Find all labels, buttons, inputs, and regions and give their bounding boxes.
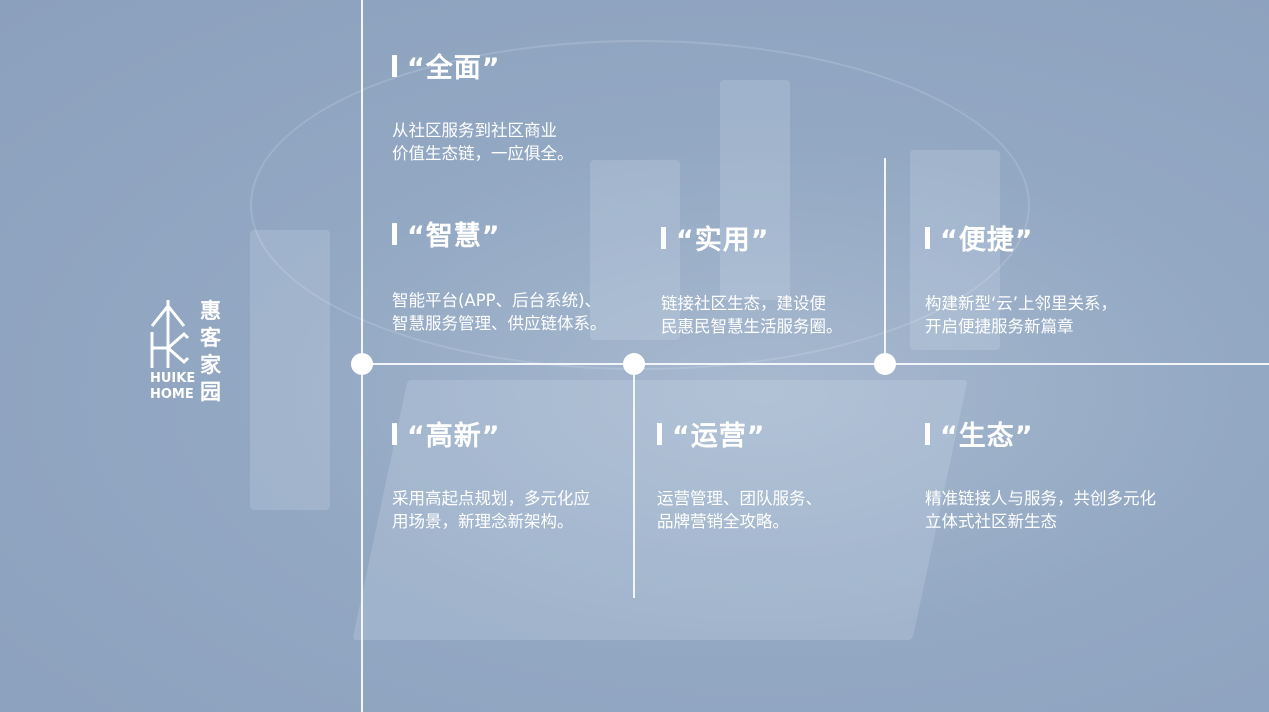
feature-title: “智慧” bbox=[407, 221, 501, 252]
timeline-dot bbox=[623, 353, 645, 375]
logo-chinese-name: 惠客家园 bbox=[200, 299, 221, 404]
title-bar bbox=[392, 54, 397, 77]
title-bar bbox=[657, 422, 662, 445]
title-bar bbox=[925, 422, 930, 445]
feature-practical: “实用” 链接社区生态，建设便民惠民智慧生活服务圈。 bbox=[661, 218, 843, 338]
feature-title: “生态” bbox=[940, 421, 1034, 452]
divider-line bbox=[362, 363, 1269, 365]
feature-operation: “运营” 运营管理、团队服务、品牌营销全攻略。 bbox=[657, 414, 822, 533]
feature-desc: 价值生态链，一应俱全。 bbox=[392, 144, 574, 163]
background-building bbox=[590, 160, 680, 340]
feature-desc: 链接社区生态，建设便 bbox=[661, 294, 826, 313]
divider-line bbox=[884, 158, 886, 364]
background-building bbox=[720, 80, 790, 300]
feature-desc: 运营管理、团队服务、 bbox=[657, 489, 822, 508]
logo-mark-icon bbox=[150, 300, 190, 368]
feature-desc: 开启便捷服务新篇章 bbox=[925, 317, 1074, 336]
title-bar bbox=[661, 226, 666, 249]
divider-line bbox=[633, 355, 635, 598]
feature-ecosystem: “生态” 精准链接人与服务，共创多元化立体式社区新生态 bbox=[925, 414, 1156, 533]
feature-smart: “智慧” 智能平台(APP、后台系统)、智慧服务管理、供应链体系。 bbox=[392, 214, 607, 335]
feature-title: “运营” bbox=[672, 421, 766, 452]
timeline-dot bbox=[874, 353, 896, 375]
title-bar bbox=[392, 222, 397, 245]
feature-desc: 智能平台(APP、后台系统)、 bbox=[392, 291, 602, 310]
feature-desc: 立体式社区新生态 bbox=[925, 512, 1057, 531]
feature-title: “便捷” bbox=[940, 225, 1034, 256]
background-building bbox=[910, 150, 1000, 350]
feature-title: “实用” bbox=[676, 225, 770, 256]
feature-comprehensive: “全面” 从社区服务到社区商业价值生态链，一应俱全。 bbox=[392, 46, 574, 165]
feature-desc: 智慧服务管理、供应链体系。 bbox=[392, 314, 607, 333]
feature-desc: 用场景，新理念新架构。 bbox=[392, 512, 574, 531]
background-building bbox=[250, 230, 330, 510]
feature-desc: 构建新型‘云’上邻里关系， bbox=[925, 294, 1117, 313]
title-bar bbox=[925, 226, 930, 249]
feature-desc: 品牌营销全攻略。 bbox=[657, 512, 789, 531]
feature-desc: 从社区服务到社区商业 bbox=[392, 121, 557, 140]
timeline-dot bbox=[351, 353, 373, 375]
title-bar bbox=[392, 422, 397, 445]
feature-desc: 精准链接人与服务，共创多元化 bbox=[925, 489, 1156, 508]
feature-title: “高新” bbox=[407, 421, 501, 452]
feature-convenient: “便捷” 构建新型‘云’上邻里关系， 开启便捷服务新篇章 bbox=[925, 218, 1117, 338]
feature-desc: 采用高起点规划，多元化应 bbox=[392, 489, 590, 508]
feature-title: “全面” bbox=[407, 53, 501, 84]
feature-desc: 民惠民智慧生活服务圈。 bbox=[661, 317, 843, 336]
feature-hightech: “高新” 采用高起点规划，多元化应用场景，新理念新架构。 bbox=[392, 414, 590, 533]
